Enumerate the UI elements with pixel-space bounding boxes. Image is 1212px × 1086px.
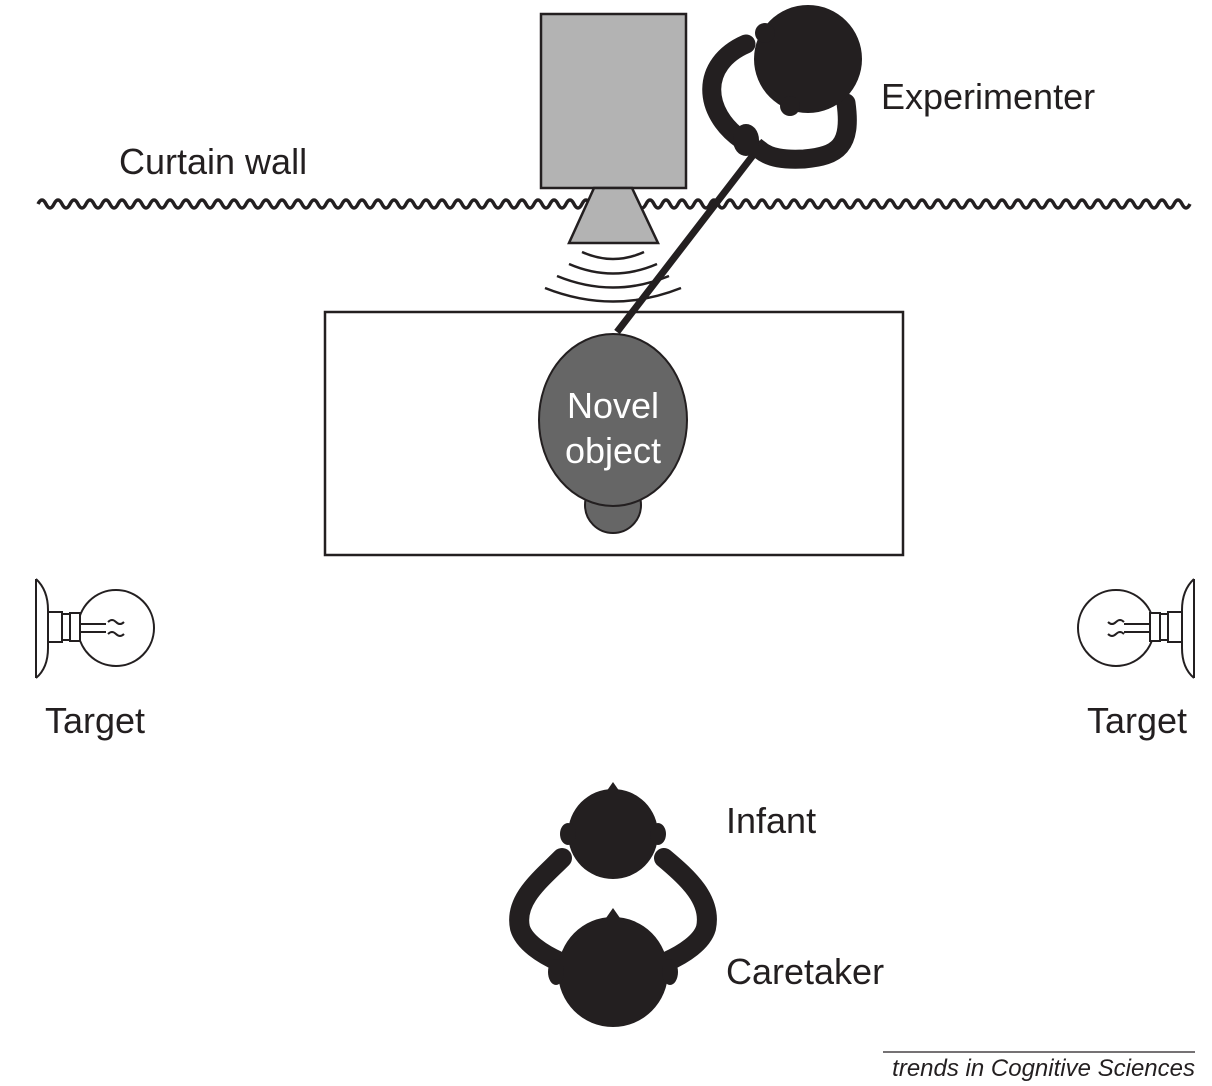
lightbulb-icon — [77, 589, 155, 667]
lamp-socket — [1167, 611, 1183, 643]
lamp-base — [69, 612, 81, 642]
infant-ear — [650, 823, 666, 845]
experimenter-arm-left — [702, 34, 756, 150]
source-label: trends in Cognitive Sciences — [892, 1055, 1195, 1082]
sound-wave — [544, 286, 682, 303]
curtain-wall-label: Curtain wall — [119, 141, 307, 182]
infant-label: Infant — [726, 800, 816, 841]
novel-object: Novel object — [538, 333, 688, 534]
caretaker-ear — [662, 959, 678, 985]
experimenter-figure — [702, 5, 862, 169]
caretaker-head — [558, 917, 668, 1027]
infant-nose — [606, 782, 620, 792]
lamp-socket — [47, 611, 63, 643]
infant-ear — [560, 823, 576, 845]
experimenter-label: Experimenter — [881, 76, 1095, 117]
screen-box — [539, 12, 688, 190]
experimenter-hand — [733, 124, 759, 156]
caretaker-label: Caretaker — [726, 951, 884, 992]
experimenter-head — [754, 5, 862, 113]
pointing-stick — [614, 138, 767, 335]
lamp-filament — [80, 623, 106, 633]
target-lamp-right — [1077, 578, 1195, 679]
target-lamp-left — [35, 578, 155, 679]
lamp-filament — [107, 619, 125, 637]
speaker-cone — [567, 186, 660, 245]
novel-object-label-line1: Novel — [567, 385, 659, 426]
experimenter-arm-right — [750, 93, 857, 169]
novel-object-label-line2: object — [565, 430, 661, 471]
experimenter-ear — [755, 23, 775, 43]
sound-wave — [581, 250, 645, 261]
lamp-filament — [1107, 619, 1125, 637]
caretaker-arm-left — [509, 848, 572, 972]
experimenter-ear — [780, 96, 800, 116]
caretaker-figure — [509, 848, 717, 1027]
caretaker-arm-right — [654, 848, 717, 972]
novel-object-body — [538, 333, 688, 507]
sound-wave — [568, 262, 658, 275]
target-right-label: Target — [1087, 700, 1187, 741]
lamp-mount — [35, 578, 49, 679]
lamp-base — [1149, 612, 1161, 642]
caretaker-ear — [548, 959, 564, 985]
lightbulb-icon — [1077, 589, 1155, 667]
infant-head — [568, 789, 658, 879]
target-left-label: Target — [45, 700, 145, 741]
infant-figure — [560, 782, 666, 879]
lamp-filament — [1124, 623, 1150, 633]
lamp-mount — [1181, 578, 1195, 679]
caretaker-nose — [606, 908, 620, 918]
